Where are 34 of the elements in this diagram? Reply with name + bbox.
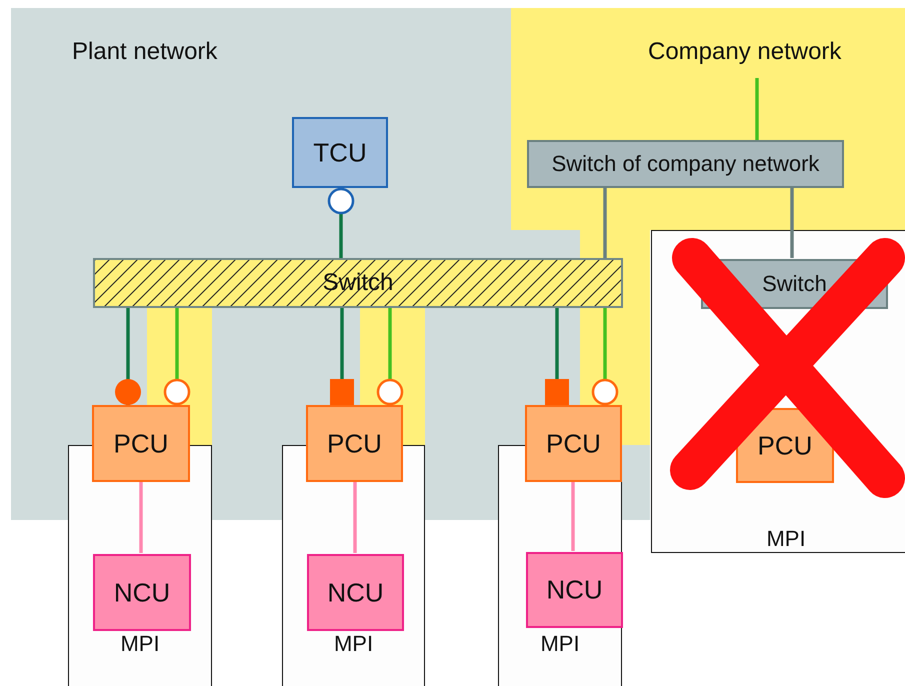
device-box [526, 552, 623, 628]
port-connector [545, 308, 569, 405]
port-connector [330, 308, 354, 405]
port-connector [592, 308, 618, 406]
switch-box [527, 140, 844, 188]
box-label: MPI [539, 631, 581, 657]
device-label: NCU [545, 574, 604, 606]
device-box [307, 554, 404, 631]
switch-label: Switch of company network [550, 151, 820, 177]
area-label: Plant network [72, 38, 218, 66]
port-connector [328, 188, 354, 258]
connector-line [603, 188, 607, 258]
device-box [93, 554, 191, 631]
connector-line [571, 482, 575, 551]
device-label: NCU [112, 577, 172, 608]
port-connector [115, 308, 141, 405]
device-label: PCU [326, 428, 383, 459]
port-connector [164, 308, 190, 406]
box-label: MPI [119, 631, 161, 657]
area-label: Company network [648, 38, 842, 66]
device-label: PCU [545, 428, 602, 459]
device-label: PCU [756, 430, 814, 461]
connector-line [755, 78, 759, 140]
connector-line [139, 482, 143, 553]
connector-line [353, 482, 357, 553]
device-label: PCU [112, 428, 170, 459]
device-label: TCU [312, 137, 368, 168]
device-label: NCU [326, 577, 385, 608]
box-label: MPI [332, 631, 374, 657]
box-label: MPI [765, 526, 807, 552]
port-connector [376, 308, 404, 406]
connector-line [790, 188, 794, 258]
device-box [292, 117, 388, 188]
switch-label: Switch [761, 271, 828, 297]
